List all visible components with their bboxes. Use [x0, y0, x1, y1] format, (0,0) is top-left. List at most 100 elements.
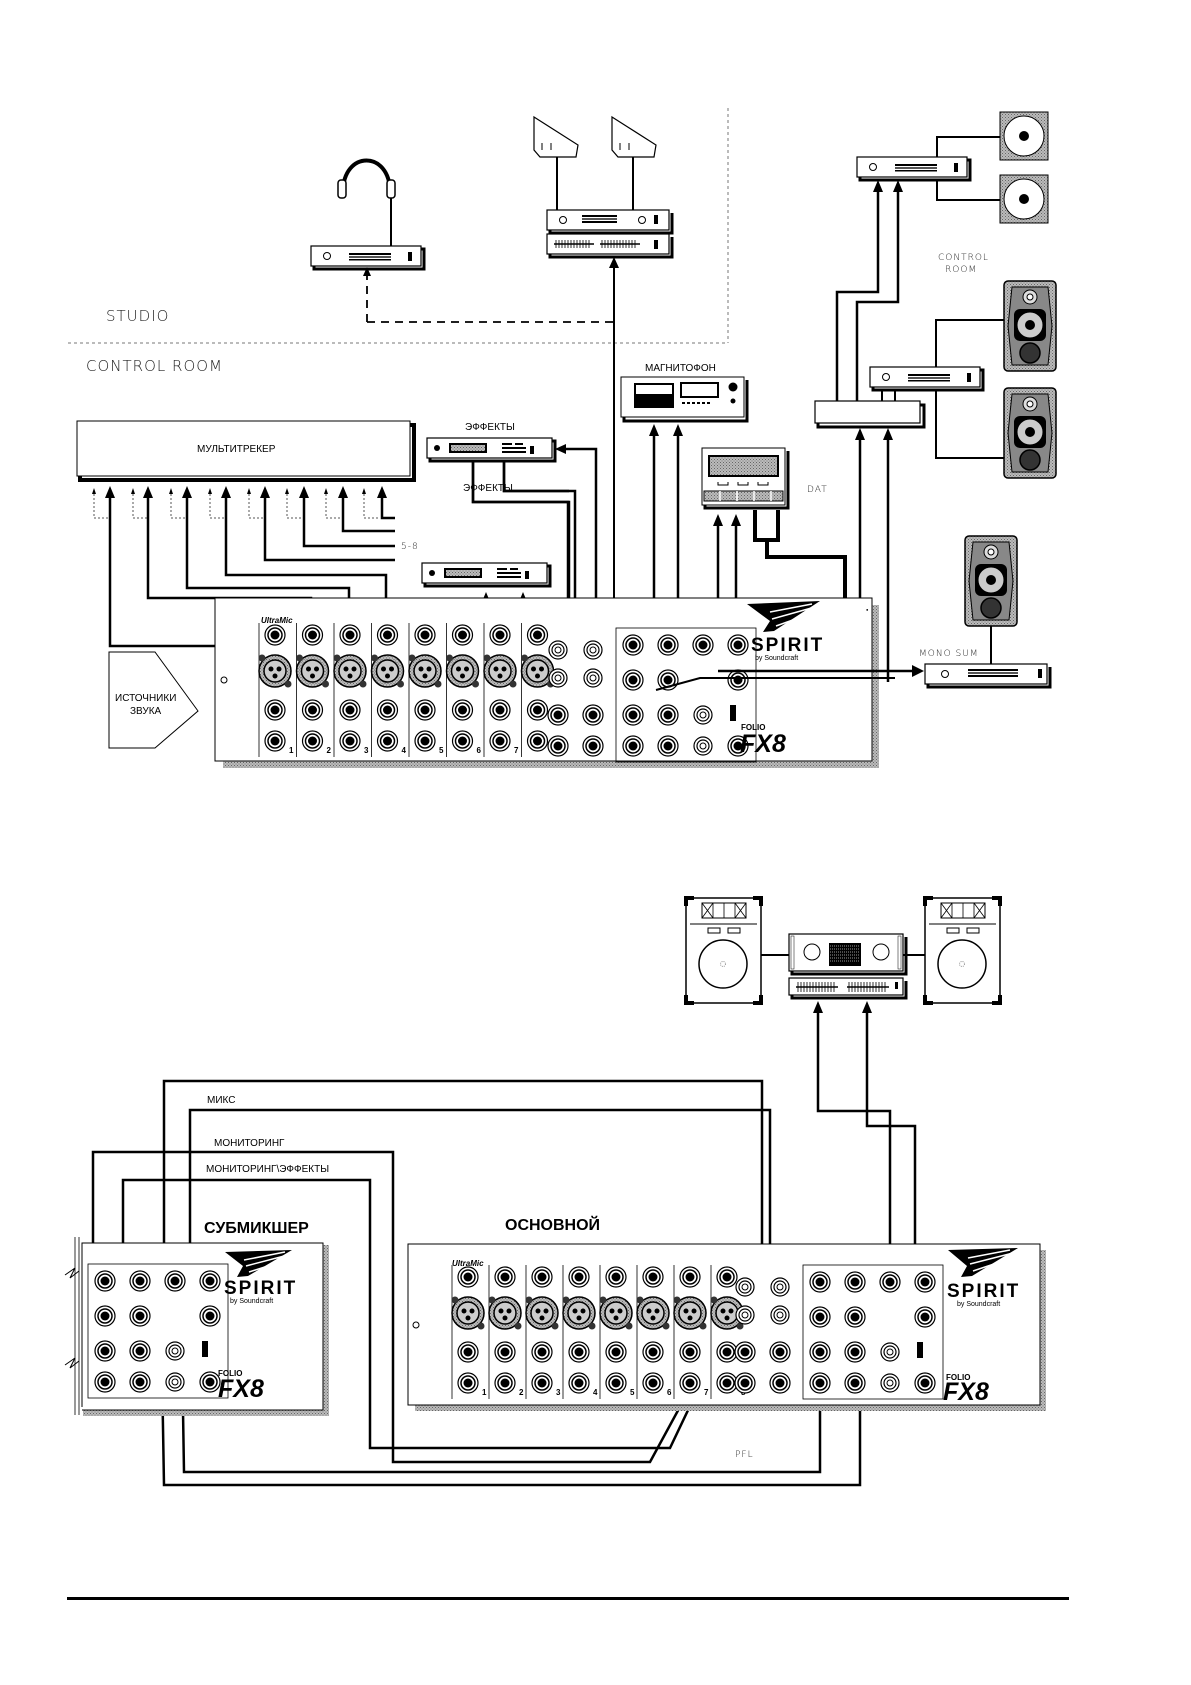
stereo-in-jack-icon: [734, 1341, 756, 1363]
top-channel-number: 5: [439, 746, 444, 755]
mixer-model: FX8: [740, 730, 786, 758]
xlr-input-icon: [561, 1295, 597, 1331]
studio-eq-icon: [546, 233, 674, 259]
top-channel-strip: 7: [482, 623, 519, 757]
direct-out-jack-icon: [716, 1372, 738, 1394]
line-input-jack-icon: [642, 1341, 664, 1363]
top-channel-number: 3: [364, 746, 369, 755]
submixer-label: СУБМИКШЕР: [204, 1220, 309, 1237]
xlr-input-icon: [407, 653, 443, 689]
xlr-input-icon: [482, 653, 518, 689]
bottom-channel-number: 2: [519, 1388, 524, 1397]
main-model: FX8: [943, 1378, 989, 1406]
mix-insert-jack-icon: [809, 1372, 831, 1394]
line-input-jack-icon: [414, 699, 436, 721]
bottom-channel-strip: 7: [672, 1265, 709, 1399]
studio-amp-icon: [546, 209, 674, 235]
rca-jack-icon: [770, 1277, 790, 1297]
mono-sum-amp-icon: [924, 663, 1052, 689]
studio-label: STUDIO: [106, 307, 169, 325]
insert-jack-icon: [264, 624, 286, 646]
sub-model-prefix: FOLIO: [218, 1369, 242, 1378]
phones-jack-icon: [914, 1372, 936, 1394]
bottom-channel-strip: 1: [450, 1265, 487, 1399]
stereo-in-jack-icon: [734, 1372, 756, 1394]
monitor-jack-icon: [129, 1371, 151, 1393]
xlr-input-icon: [370, 653, 405, 689]
main-monitor-right-icon: [1003, 387, 1057, 479]
top-channel-number: 6: [477, 746, 482, 755]
main-output-jack-icon: [727, 634, 749, 656]
line-input-jack-icon: [531, 1341, 553, 1363]
tape-recorder-icon: МАГНИТОФОН: [620, 363, 749, 423]
direct-out-jack-icon: [531, 1372, 553, 1394]
monitor-jack-icon: [657, 704, 679, 726]
aux-1-jack-icon: [622, 669, 644, 691]
stereo-in-jack-icon: [547, 735, 569, 757]
nearfield-amp-icon: [855, 155, 972, 182]
switch-icon: [917, 1342, 923, 1358]
line-input-jack-icon: [301, 699, 324, 721]
xlr-input-icon: [445, 653, 480, 689]
sources-label-2: ЗВУКА: [130, 706, 162, 717]
mix-insert-jack-icon: [94, 1340, 116, 1362]
main-output-jack-icon: [879, 1271, 901, 1293]
insert-jack-icon: [531, 1266, 553, 1288]
xlr-input-icon: [520, 653, 555, 689]
top-channel-number: 2: [327, 746, 332, 755]
tape-jack-icon: [880, 1342, 900, 1362]
top-channel-strip: 6: [445, 623, 482, 757]
insert-jack-icon: [339, 624, 361, 646]
sources-label-1: ИСТОЧНИКИ: [115, 693, 176, 704]
effects-1-label: ЭФФЕКТЫ: [465, 422, 515, 433]
bottom-channel-number: 7: [704, 1388, 709, 1397]
direct-out-jack-icon: [642, 1372, 664, 1394]
stereo-in-jack-icon: [582, 704, 604, 726]
main-output-jack-icon: [844, 1271, 866, 1293]
top-channel-number: 4: [402, 746, 407, 755]
power-amp-icon: [788, 933, 908, 976]
xlr-input-icon: [295, 653, 330, 689]
xlr-input-icon: [487, 1295, 523, 1331]
main-output-jack-icon: [692, 634, 714, 656]
main-output-jack-icon: [199, 1270, 221, 1292]
graphic-eq-icon: [788, 977, 908, 1000]
sub-brand: SPIRIT: [224, 1278, 297, 1299]
stereo-in-jack-icon: [547, 704, 569, 726]
bottom-channel-strip: 5: [598, 1265, 635, 1399]
effects-2-icon: [420, 561, 552, 588]
headphone-amp-icon: [309, 244, 426, 271]
mixer-model-prefix: FOLIO: [741, 723, 765, 732]
xlr-input-icon: [672, 1295, 708, 1331]
sound-sources-icon: ИСТОЧНИКИ ЗВУКА: [108, 651, 199, 749]
monitor-switcher-icon: [814, 390, 926, 429]
direct-out-jack-icon: [489, 730, 511, 752]
rca-jack-icon: [548, 668, 568, 688]
mono-sum-jack-icon: [199, 1305, 221, 1327]
direct-out-jack-icon: [494, 1372, 516, 1394]
cable-main-to-pa: [816, 1007, 917, 1276]
xlr-input-icon: [598, 1295, 634, 1331]
nearfield-speaker-left-icon: [999, 111, 1049, 161]
spirit-logo-icon: [747, 601, 820, 632]
mix-insert-jack-icon: [622, 735, 644, 757]
pa-speaker-left-icon: [684, 896, 763, 1005]
line-input-jack-icon: [264, 699, 286, 721]
monitor-jack-icon: [129, 1340, 151, 1362]
direct-out-jack-icon: [376, 730, 399, 752]
top-channel-strip: 4: [370, 623, 407, 757]
switch-icon: [202, 1341, 208, 1357]
main-monitor-amp-mono-icon: [964, 535, 1018, 627]
bottom-channel-number: 3: [556, 1388, 561, 1397]
line-input-jack-icon: [451, 699, 474, 721]
main-monitor-amp-icon: [868, 365, 985, 392]
top-channel-number: 1: [289, 746, 294, 755]
tape-jack-icon: [693, 705, 713, 725]
line-input-jack-icon: [339, 699, 361, 721]
dashed-cable-headphones: [366, 272, 614, 323]
sub-brand-sub: by Soundcraft: [230, 1298, 273, 1305]
line-input-jack-icon: [489, 699, 511, 721]
tape-jack-icon: [693, 736, 713, 756]
mix-insert-jack-icon: [809, 1341, 831, 1363]
